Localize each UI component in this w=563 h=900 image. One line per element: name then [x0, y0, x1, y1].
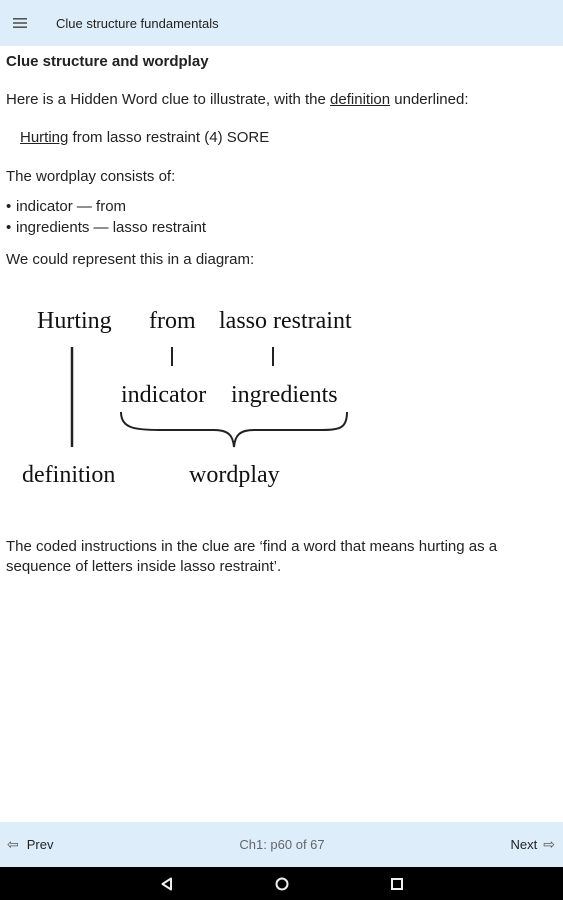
- hamburger-menu-icon[interactable]: [0, 0, 40, 46]
- next-button[interactable]: Next ⇨: [511, 836, 563, 853]
- diagram-intro: We could represent this in a diagram:: [6, 251, 255, 268]
- intro-paragraph: Here is a Hidden Word clue to illustrate…: [6, 90, 557, 110]
- home-circle-icon[interactable]: [224, 867, 339, 900]
- page-indicator: Ch1: p60 of 67: [239, 837, 325, 852]
- arrow-left-icon: ⇦: [7, 836, 19, 852]
- wordplay-intro: The wordplay consists of:: [6, 168, 176, 185]
- recents-square-icon[interactable]: [339, 867, 454, 900]
- intro-prefix: Here is a Hidden Word clue to illustrate…: [6, 91, 331, 108]
- diagram-word-definition: Hurting: [37, 308, 112, 334]
- system-navigation-bar: [0, 867, 563, 900]
- wordplay-list: indicator — from ingredients — lasso res…: [6, 196, 557, 238]
- page-navigation: ⇦ Prev Ch1: p60 of 67 Next ⇨: [0, 822, 563, 867]
- diagram-label-definition: definition: [22, 462, 115, 488]
- prev-button[interactable]: ⇦ Prev: [0, 836, 53, 853]
- diagram-label-ingredients: ingredients: [231, 382, 338, 408]
- list-item: ingredients — lasso restraint: [6, 217, 557, 238]
- back-triangle-icon[interactable]: [109, 867, 224, 900]
- page-title: Clue structure fundamentals: [56, 15, 219, 31]
- definition-term: definition: [330, 91, 391, 108]
- app-bar: Clue structure fundamentals: [0, 0, 563, 46]
- prev-label: Prev: [26, 837, 54, 852]
- next-label: Next: [510, 837, 538, 852]
- diagram-label-indicator: indicator: [121, 382, 206, 408]
- list-item: indicator — from: [6, 196, 557, 217]
- main-content: Clue structure and wordplay Here is a Hi…: [0, 46, 563, 270]
- example-clue: Hurting from lasso restraint (4) SORE: [20, 128, 557, 148]
- diagram-word-ingredients: lasso restraint: [219, 308, 352, 334]
- arrow-right-icon: ⇨: [543, 836, 555, 852]
- clue-rest: from lasso restraint (4) SORE: [68, 129, 270, 146]
- clue-definition: Hurting: [20, 129, 69, 146]
- section-heading: Clue structure and wordplay: [6, 53, 209, 70]
- explanation-paragraph: The coded instructions in the clue are ‘…: [6, 538, 498, 575]
- clue-diagram: Hurting from lasso restraint indicator i…: [0, 295, 563, 505]
- wordplay-brace: [120, 411, 348, 448]
- diagram-word-indicator: from: [149, 308, 196, 334]
- diagram-label-wordplay: wordplay: [189, 462, 280, 488]
- intro-suffix: underlined:: [390, 91, 469, 108]
